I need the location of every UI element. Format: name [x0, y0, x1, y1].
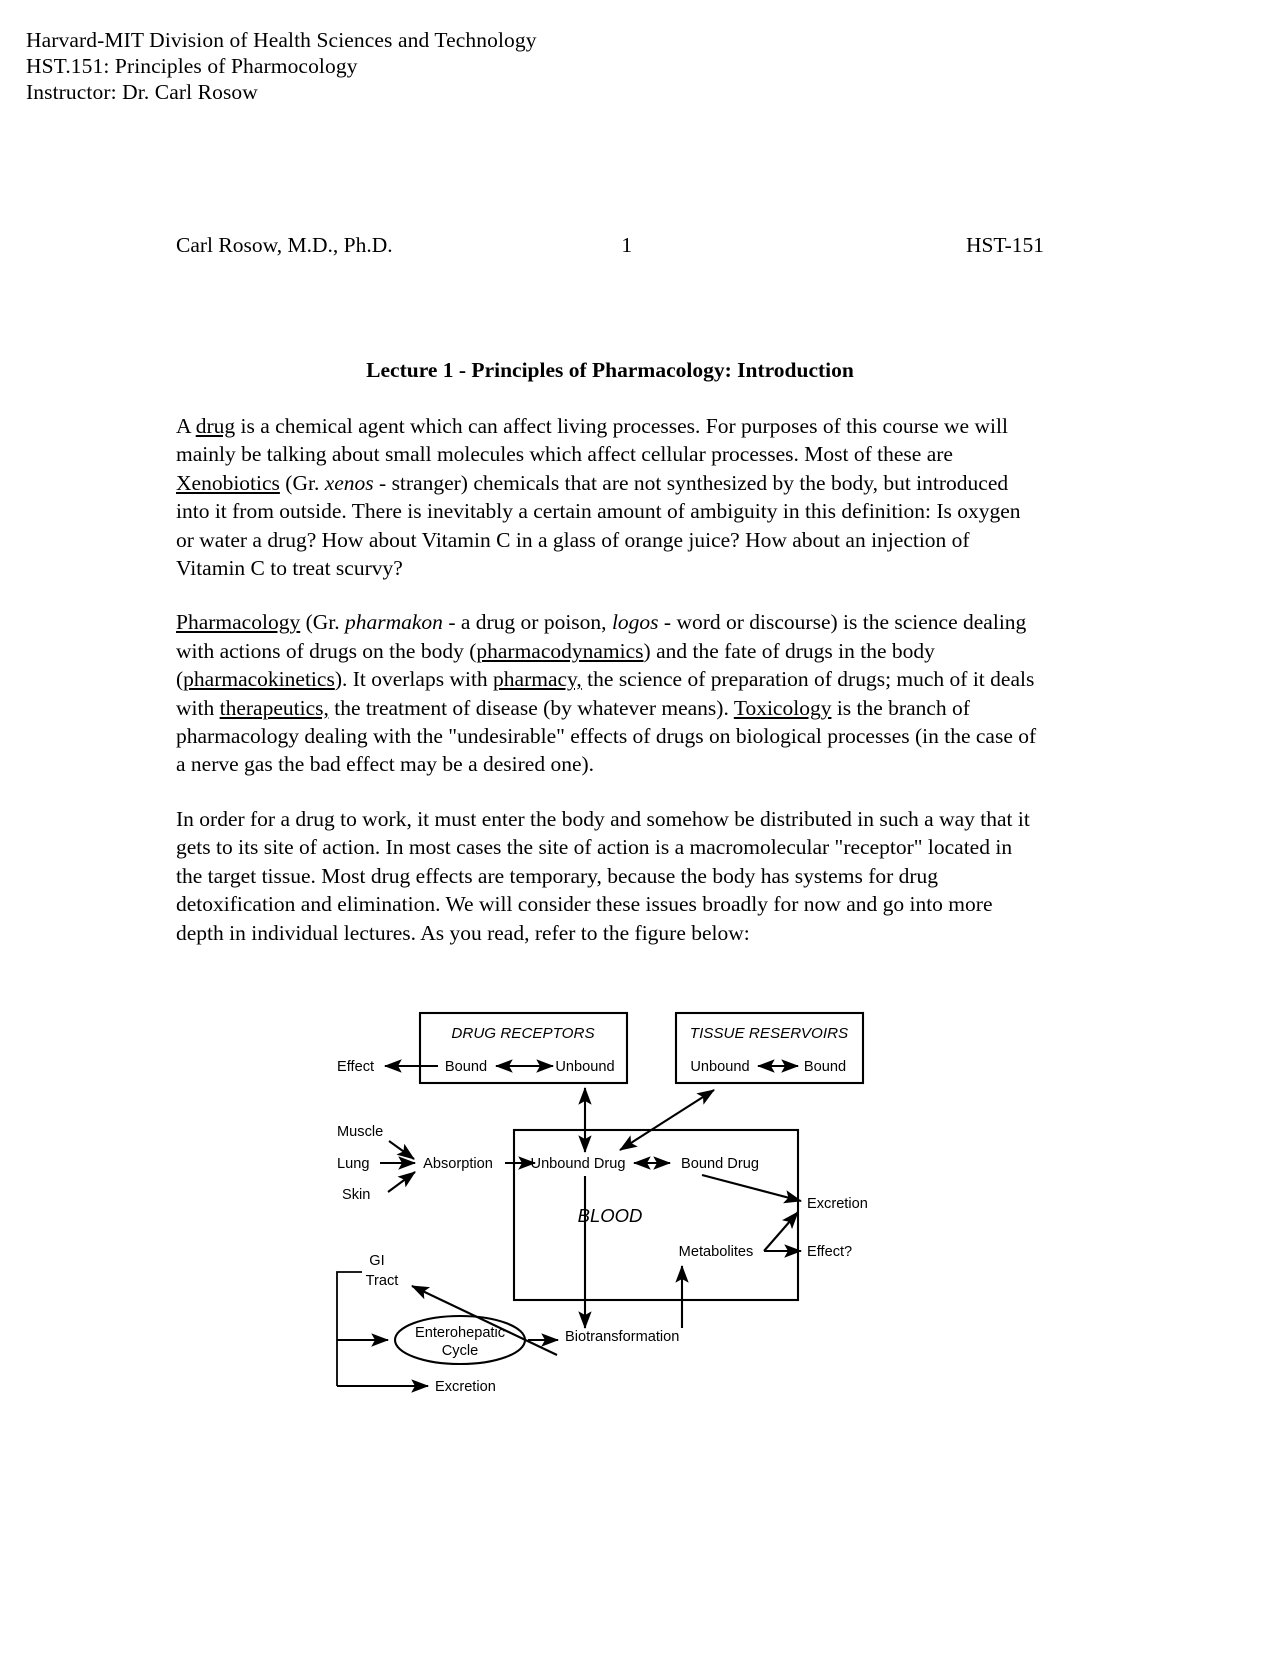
receptors-bound-label: Bound	[445, 1059, 487, 1075]
route-lung-label: Lung	[337, 1156, 369, 1172]
course-header-line-2: HST.151: Principles of Pharmocology	[26, 54, 358, 78]
running-head-course-code: HST-151	[965, 233, 1044, 257]
italic-xenos: xenos	[324, 470, 374, 495]
p2-seg2: - a drug or poison,	[442, 610, 612, 635]
receptors-unbound-label: Unbound	[555, 1059, 614, 1075]
effect-question-label: Effect?	[807, 1244, 852, 1260]
route-muscle-label: Muscle	[337, 1124, 383, 1140]
term-pharmacodynamics: pharmacodynamics	[476, 638, 644, 663]
tissue-reservoirs-box-title: TISSUE RESERVOIRS	[690, 1025, 848, 1042]
reservoirs-unbound-label: Unbound	[690, 1059, 749, 1075]
tissue-reservoirs-box	[674, 1011, 865, 1085]
running-head: Carl Rosow, M.D., Ph.D. 1 HST-151	[176, 232, 1044, 258]
p1-seg2: is a chemical agent which can affect liv…	[176, 414, 1008, 467]
body-copy: A drug is a chemical agent which can aff…	[176, 412, 1038, 947]
italic-pharmakon: pharmakon	[345, 610, 443, 635]
bound-drug-label: Bound Drug	[681, 1156, 759, 1172]
p2-seg1: (Gr.	[300, 610, 345, 635]
biotransformation-to-gi-tract-arrow	[411, 1285, 558, 1356]
term-pharmacology: Pharmacology	[176, 610, 301, 635]
term-toxicology: Toxicology	[733, 695, 832, 720]
route-skin-label: Skin	[342, 1187, 370, 1203]
blood-label: BLOOD	[578, 1205, 643, 1226]
reservoirs-bound-label: Bound	[804, 1059, 846, 1075]
paragraph-definition-of-drug: A drug is a chemical agent which can aff…	[176, 412, 1038, 582]
course-header-line-3: Instructor: Dr. Carl Rosow	[26, 80, 258, 104]
gi-tract-bracket	[336, 1271, 362, 1386]
p2-seg7: the treatment of disease (by whatever me…	[328, 695, 734, 720]
gi-tract-label-line2: Tract	[366, 1273, 399, 1289]
course-header: Harvard-MIT Division of Health Sciences …	[26, 27, 537, 105]
term-pharmacy: pharmacy,	[493, 667, 582, 692]
enterohepatic-label-line2: Cycle	[442, 1343, 479, 1359]
p1-seg3: (Gr.	[279, 470, 325, 495]
enterohepatic-label-line1: Enterohepatic	[415, 1325, 505, 1341]
p1-seg1: A	[176, 414, 196, 438]
term-xenobiotics: Xenobiotics	[176, 470, 280, 495]
p2-seg4: ) and the fate of drugs in the body (	[176, 638, 935, 692]
drug-receptors-box-title: DRUG RECEPTORS	[451, 1025, 594, 1042]
term-drug: drug	[195, 414, 236, 438]
page-title: Lecture 1 - Principles of Pharmacology: …	[366, 358, 854, 382]
metabolites-label: Metabolites	[679, 1244, 754, 1260]
p1-seg4: - stranger) chemicals that are not synth…	[176, 470, 1021, 581]
term-pharmacokinetics: pharmacokinetics	[183, 667, 335, 692]
bound-drug-to-excretion-arrow	[701, 1173, 803, 1204]
drug-receptors-box	[418, 1011, 629, 1085]
running-head-author: Carl Rosow, M.D., Ph.D.	[176, 233, 393, 257]
gi-tract-label-line1: GI	[369, 1253, 384, 1269]
excretion-right-label: Excretion	[807, 1196, 868, 1212]
muscle-to-absorption-arrow	[388, 1140, 415, 1160]
paragraph-definition-of-pharmacology: Pharmacology (Gr. pharmakon - a drug or …	[176, 608, 1038, 778]
unbound-drug-label: Unbound Drug	[531, 1156, 626, 1172]
metabolites-to-excretion-arrow	[763, 1211, 799, 1252]
term-therapeutics: therapeutics,	[219, 695, 329, 720]
blood-to-reservoirs-arrow	[619, 1089, 715, 1151]
p2-seg3: - word or discourse) is the science deal…	[176, 610, 1027, 663]
italic-logos: logos	[611, 610, 659, 635]
p2-seg5: ). It overlaps with	[334, 667, 494, 692]
pharmacokinetics-diagram: DRUG RECEPTORS Bound Unbound Effect TISS…	[320, 1000, 920, 1420]
absorption-label: Absorption	[423, 1156, 493, 1172]
skin-to-absorption-arrow	[387, 1171, 416, 1193]
page-number: 1	[621, 233, 633, 257]
effect-label: Effect	[337, 1059, 374, 1075]
paragraph-drug-distribution: In order for a drug to work, it must ent…	[176, 806, 1030, 945]
p2-seg8: is the branch of pharmacology dealing wi…	[176, 695, 1037, 777]
course-header-line-1: Harvard-MIT Division of Health Sciences …	[26, 28, 537, 52]
excretion-bottom-label: Excretion	[435, 1379, 496, 1395]
p2-seg6: the science of preparation of drugs; muc…	[176, 667, 1035, 720]
biotransformation-label: Biotransformation	[565, 1329, 679, 1345]
